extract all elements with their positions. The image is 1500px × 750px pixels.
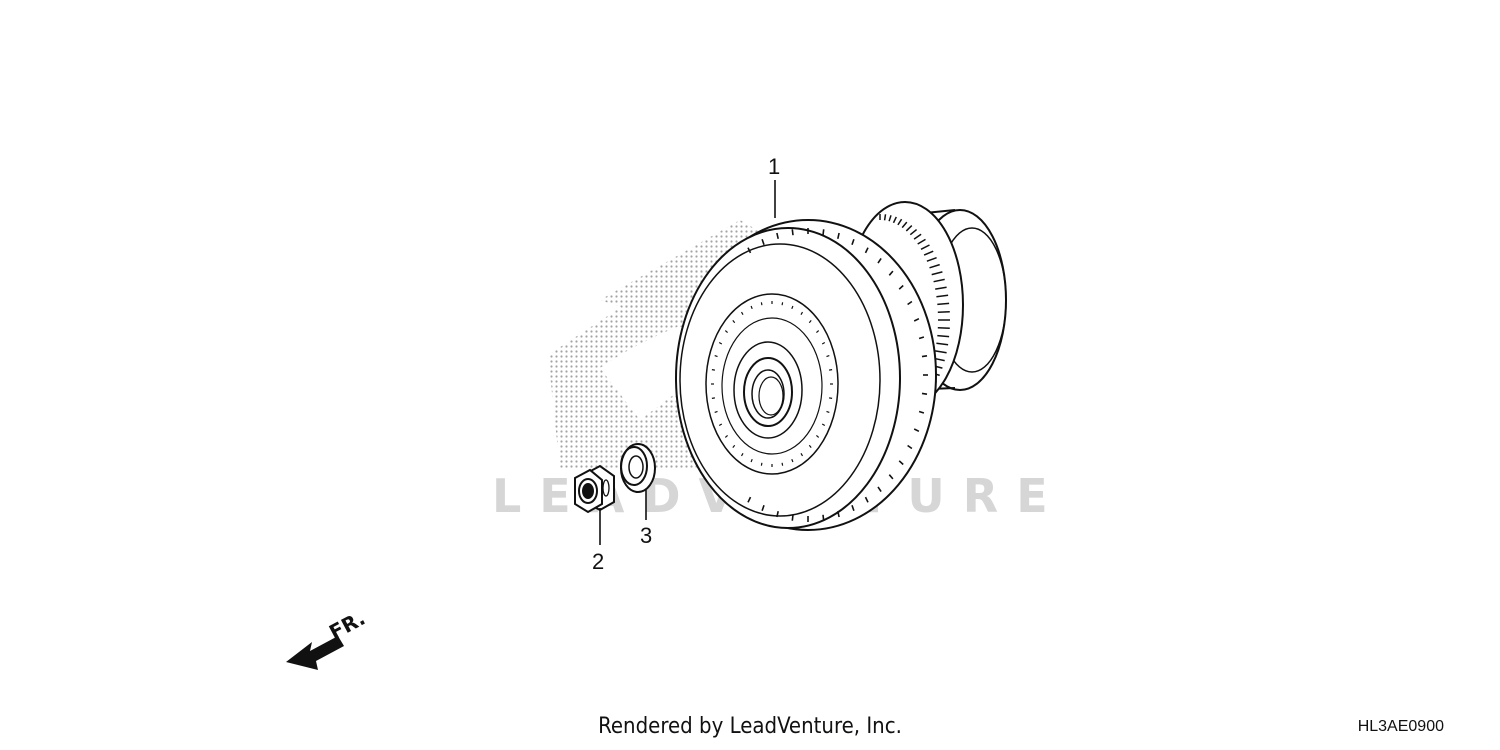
rim-notch <box>822 514 825 521</box>
rim-notch <box>921 355 928 358</box>
gear-tooth <box>923 250 934 256</box>
gear-tooth <box>920 244 930 250</box>
gear-tooth <box>909 229 918 236</box>
rim-notch <box>851 505 855 512</box>
spline-mark <box>724 330 728 334</box>
spline-mark <box>711 397 715 399</box>
spline-mark <box>808 444 812 448</box>
rim-notch <box>837 511 840 518</box>
rim-notch <box>747 496 752 503</box>
front-direction-label: FR. <box>325 606 369 645</box>
diagram-code: HL3AE0900 <box>1357 718 1444 735</box>
gear-tooth <box>917 238 926 245</box>
spline-mark <box>740 453 744 457</box>
spline-mark <box>829 397 833 399</box>
gear-tooth <box>926 256 937 262</box>
gear-tooth <box>931 271 943 276</box>
rim-notch <box>776 232 779 239</box>
gear-tooth <box>937 334 950 338</box>
spline-mark <box>760 302 763 306</box>
rim-notch <box>888 474 894 480</box>
spline-mark <box>800 453 804 457</box>
rim-notch <box>747 247 752 254</box>
rim-notch <box>888 270 894 276</box>
callout-1: 1 <box>768 154 780 179</box>
rim-notch <box>776 511 779 518</box>
spline-mark <box>724 434 728 438</box>
rim-notch <box>877 486 882 493</box>
spline-mark <box>718 423 723 427</box>
rim-notch <box>918 336 925 340</box>
rim-notch <box>898 460 904 466</box>
gear-tooth <box>897 218 903 226</box>
gear-tooth <box>892 216 897 224</box>
spline-mark <box>816 330 820 334</box>
gear-tooth <box>936 342 949 346</box>
spline-mark <box>740 311 744 315</box>
spline-mark <box>800 311 804 315</box>
gear-tooth <box>935 350 947 354</box>
rim-notch <box>898 284 904 290</box>
gear-tooth <box>935 286 947 290</box>
front-direction-arrow <box>286 636 344 670</box>
rim-notch <box>913 428 920 433</box>
spline-mark <box>826 410 830 413</box>
rim-notch <box>918 410 925 414</box>
spline-mark <box>826 355 830 358</box>
spline-mark <box>808 320 812 324</box>
housing-rim-notches <box>747 228 928 522</box>
gear-tooth <box>883 214 887 221</box>
spline-mark <box>791 305 794 310</box>
gear-tooth <box>901 221 908 229</box>
gear-tooth <box>933 278 945 283</box>
washer <box>620 443 656 493</box>
spline-marks <box>711 301 833 467</box>
spline-mark <box>714 355 718 358</box>
rim-notch <box>921 392 928 395</box>
rim-notch <box>877 257 882 264</box>
spline-mark <box>781 462 784 466</box>
spline-mark <box>781 302 784 306</box>
spline-mark <box>750 305 753 310</box>
rim-notch <box>907 300 913 306</box>
rim-notch <box>761 505 765 512</box>
gear-tooth <box>937 327 950 330</box>
spline-mark <box>718 341 723 345</box>
rim-notch <box>864 496 869 503</box>
rim-notch <box>822 229 825 236</box>
gear-tooth <box>937 310 950 313</box>
spline-mark <box>816 434 820 438</box>
gear-tooth <box>888 215 892 222</box>
torque-converter <box>675 219 937 531</box>
spline-mark <box>829 369 833 371</box>
spline-mark <box>760 462 763 466</box>
rim-notch <box>907 444 913 450</box>
gear-tooth <box>905 225 913 232</box>
rim-notch <box>864 247 869 254</box>
rim-notch <box>791 229 794 236</box>
gear-tooth <box>936 294 949 298</box>
gear-tooth <box>913 233 922 240</box>
spline-mark <box>711 369 715 371</box>
spline-mark <box>821 423 826 427</box>
gear-tooth <box>929 263 940 269</box>
rim-notch <box>791 514 794 521</box>
spline-mark <box>732 444 736 448</box>
rim-notch <box>837 232 840 239</box>
rim-notch <box>913 317 920 322</box>
callout-3: 3 <box>640 523 652 548</box>
spline-mark <box>732 320 736 324</box>
spline-mark <box>750 458 753 463</box>
gear-tooth <box>937 302 950 306</box>
rim-notch <box>851 238 855 245</box>
callout-2: 2 <box>592 549 604 574</box>
spline-mark <box>714 410 718 413</box>
hex-nut <box>574 464 615 514</box>
rendered-by-credit: Rendered by LeadVenture, Inc. <box>598 714 902 739</box>
spline-mark <box>821 341 826 345</box>
leader-lines <box>599 180 776 545</box>
rim-notch <box>761 238 765 245</box>
spline-mark <box>791 458 794 463</box>
